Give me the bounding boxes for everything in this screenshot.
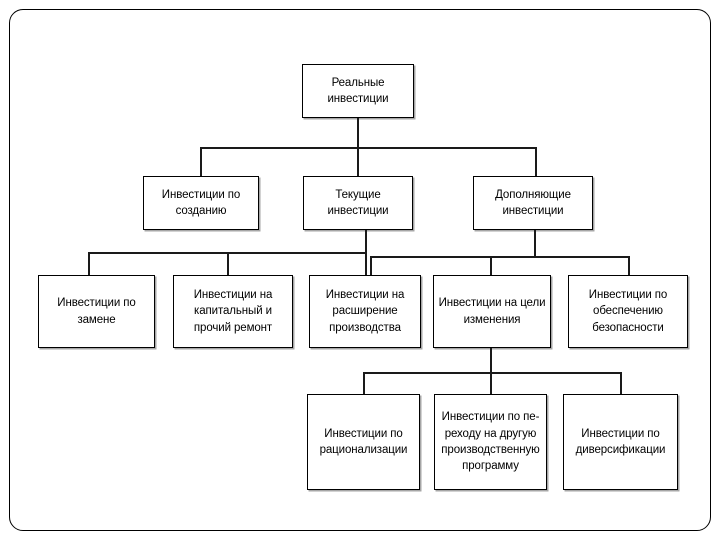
- connector-drop-l3-3: [365, 252, 367, 275]
- connector-bus-level1: [200, 147, 536, 149]
- connector-drop-l4-3: [620, 372, 622, 394]
- node-l2-1[interactable]: Инвестиции по созданию: [143, 176, 259, 230]
- node-l4-3-label: Инвестиции по диверсификации: [575, 427, 666, 456]
- connector-drop-l3-2: [227, 252, 229, 275]
- node-l3-4[interactable]: Инвестиции на цели изменения: [433, 275, 551, 348]
- connector-drop-l4-1: [363, 372, 365, 394]
- node-l2-3-label: Дополняющие инвестиции: [495, 188, 571, 217]
- connector-drop-l2-2: [357, 147, 359, 176]
- connector-drop-l3-3b: [370, 256, 372, 275]
- node-root-label: Реальные инвестиции: [327, 76, 389, 105]
- node-l3-5[interactable]: Инвестиции по обеспечению безопасности: [568, 275, 688, 348]
- node-l3-4-label: Инвестиции на цели изменения: [438, 297, 546, 326]
- connector-stem-l2-3: [534, 230, 536, 256]
- connector-drop-l4-2: [490, 372, 492, 394]
- node-l4-3[interactable]: Инвестиции по диверсификации: [563, 394, 678, 490]
- node-l2-2-label: Текущие инвестиции: [327, 188, 389, 217]
- node-l4-1[interactable]: Инвестиции по рационализации: [307, 394, 420, 490]
- node-l4-1-label: Инвестиции по рационализации: [319, 427, 408, 456]
- connector-drop-l3-4: [490, 256, 492, 275]
- node-l2-2[interactable]: Текущие инвестиции: [303, 176, 413, 230]
- connector-stem-l3-4: [490, 348, 492, 380]
- node-l3-2-label: Инвестиции на капитальный и прочий ремон…: [193, 289, 273, 334]
- connector-root-stem: [357, 118, 359, 147]
- node-l3-5-label: Инвестиции по обеспечению безопасности: [588, 289, 668, 334]
- node-l2-1-label: Инвестиции по созданию: [161, 188, 241, 217]
- node-l3-1[interactable]: Инвестиции по замене: [38, 275, 155, 348]
- node-l3-2[interactable]: Инвестиции на капитальный и прочий ремон…: [173, 275, 293, 348]
- node-l4-2[interactable]: Инвестиции по пе- реходу на другую произ…: [434, 394, 547, 490]
- node-l3-3[interactable]: Инвестиции на расширение производства: [309, 275, 421, 348]
- connector-stem-l2-2: [365, 230, 367, 252]
- node-l4-2-label: Инвестиции по пе- реходу на другую произ…: [441, 411, 540, 473]
- node-l2-3[interactable]: Дополняющие инвестиции: [473, 176, 593, 230]
- node-l3-3-label: Инвестиции на расширение производства: [325, 289, 405, 334]
- connector-drop-l3-1: [88, 252, 90, 275]
- connector-drop-l3-5: [628, 256, 630, 275]
- connector-drop-l2-3: [535, 147, 537, 176]
- connector-bus-right-level2: [370, 256, 628, 258]
- node-root[interactable]: Реальные инвестиции: [302, 64, 414, 118]
- connector-drop-l2-1: [200, 147, 202, 176]
- connector-bus-level3: [363, 372, 621, 374]
- node-l3-1-label: Инвестиции по замене: [57, 297, 136, 326]
